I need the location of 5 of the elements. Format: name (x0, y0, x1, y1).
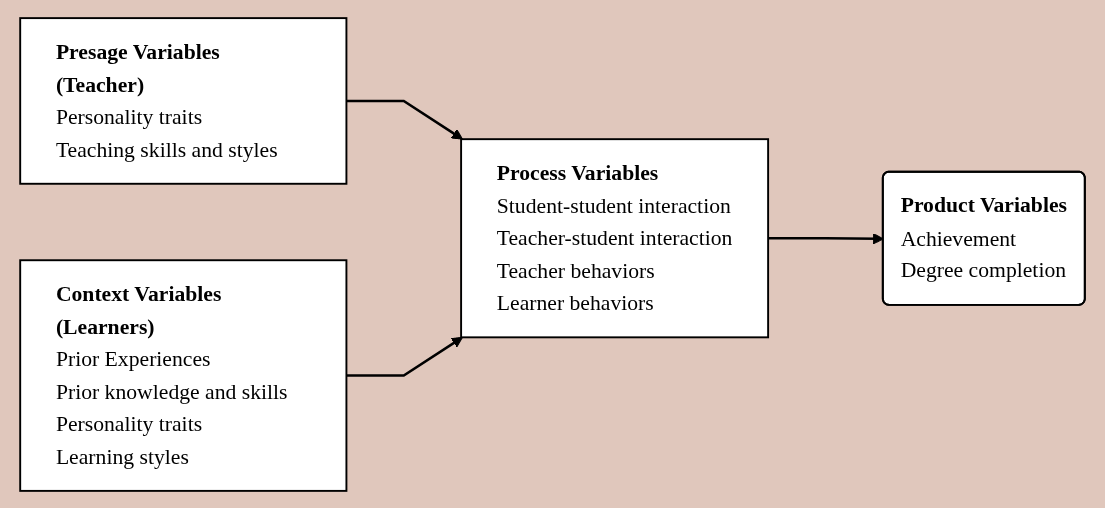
node-box: Presage Variables (Teacher) Personality traits Teaching skills and styles (19, 16, 348, 185)
node-box: Context Variables (Learners) Prior Experiences Prior knowledge and skills Personality traits Learning styles (19, 258, 348, 492)
arrow (346, 99, 463, 140)
node-box: Process Variables Student-student interaction Teacher-student interaction Teacher behaviors Learner behaviors (460, 137, 770, 338)
arrow (346, 336, 463, 377)
